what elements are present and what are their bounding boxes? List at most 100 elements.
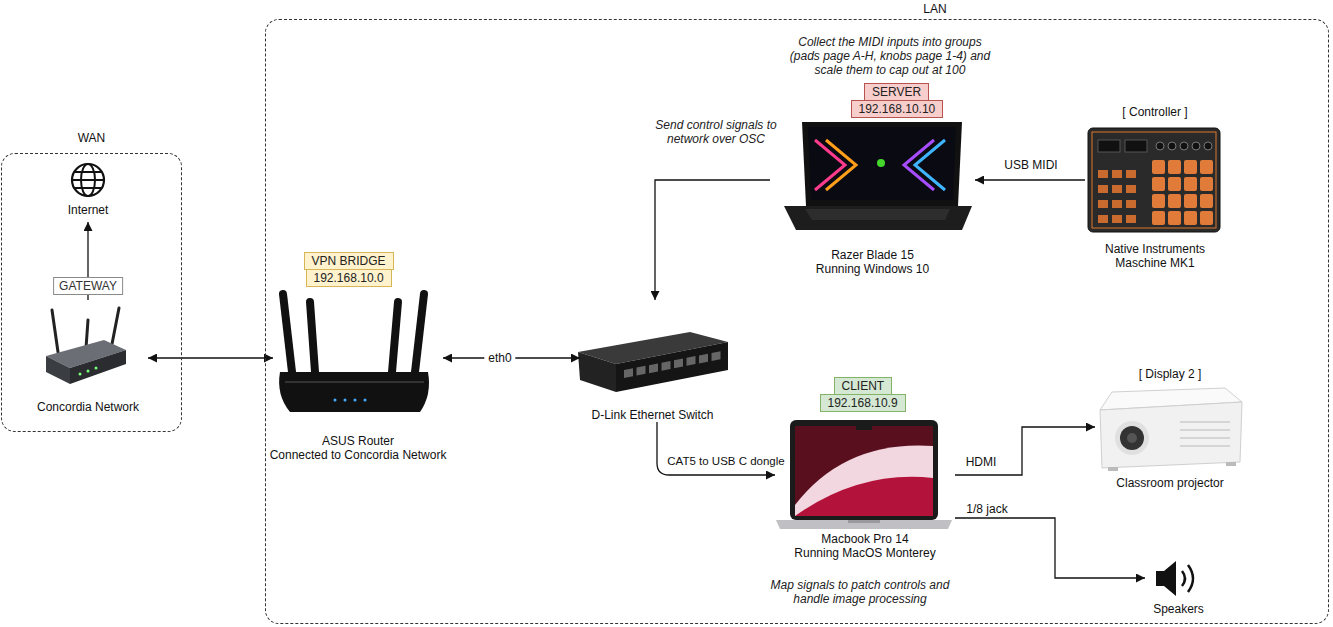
asus-router-icon xyxy=(415,294,424,372)
ip-badge: 192.168.10.9 xyxy=(820,394,906,412)
midi-controller-icon xyxy=(1184,177,1197,191)
midi-controller-icon xyxy=(1168,177,1181,191)
connector-arrow xyxy=(975,179,1085,180)
node-caption: Macbook Pro 14 xyxy=(821,532,908,546)
edge-label: GATEWAY xyxy=(53,277,123,295)
node-caption: [ Controller ] xyxy=(1122,105,1187,119)
projector-node: [ Display 2 ]Classroom projector xyxy=(1095,367,1245,490)
midi-controller-icon xyxy=(1156,142,1164,150)
badge-text: 192.168.10.0 xyxy=(314,270,384,286)
node-caption: Concordia Network xyxy=(37,400,139,414)
midi-controller-icon xyxy=(1092,132,1216,228)
server-laptop-icon xyxy=(805,209,950,220)
asus-router-icon xyxy=(354,399,357,402)
switch-icon xyxy=(578,332,728,392)
node-caption: D-Link Ethernet Switch xyxy=(591,408,713,422)
gateway-router-node: Concordia Network xyxy=(28,300,148,414)
region-heading: LAN xyxy=(404,2,1333,16)
midi-controller-icon xyxy=(1168,211,1181,225)
midi-controller-icon xyxy=(1200,194,1213,208)
router-node: ASUS RouterConnected to Concordia Networ… xyxy=(273,288,443,462)
server-laptop-icon xyxy=(915,140,945,190)
midi-controller-icon xyxy=(1204,142,1212,150)
client-laptop-icon xyxy=(776,420,952,529)
midi-controller-icon xyxy=(1200,160,1213,174)
globe-icon xyxy=(75,172,101,188)
badge-text: VPN BRIDGE xyxy=(312,253,386,269)
gateway-router-icon xyxy=(52,310,58,352)
switch-icon xyxy=(624,368,633,378)
midi-controller-icon xyxy=(1112,170,1122,178)
role-badge: CLIENT xyxy=(834,377,893,395)
speaker-icon xyxy=(1188,565,1193,592)
client-laptop-icon xyxy=(776,520,952,529)
controller-node: [ Controller ] Native Instruments Maschin… xyxy=(1085,105,1225,270)
switch-icon xyxy=(616,342,728,392)
projector-icon xyxy=(1108,467,1118,471)
midi-controller-icon xyxy=(1168,160,1181,174)
node-caption: Connected to Concordia Network xyxy=(270,448,447,462)
gateway-router-icon xyxy=(79,373,82,376)
edge-label: HDMI xyxy=(966,455,997,469)
gateway-router-icon xyxy=(46,356,70,384)
connector-arrow xyxy=(655,180,770,300)
switch-icon xyxy=(712,351,721,361)
node-caption: Classroom projector xyxy=(1116,476,1223,490)
midi-controller-icon xyxy=(1180,142,1188,150)
midi-controller-icon xyxy=(1098,200,1108,208)
annotation-note: Collect the MIDI inputs into groups (pad… xyxy=(783,35,998,77)
gateway-router-icon xyxy=(86,320,88,348)
asus-router-icon xyxy=(334,399,337,402)
connector-arrow xyxy=(657,422,775,475)
client-laptop-icon xyxy=(795,426,933,516)
node-caption: Speakers xyxy=(1153,602,1204,616)
node-caption: Native Instruments Maschine MK1 xyxy=(1085,242,1225,270)
ip-badge: 192.168.10.10 xyxy=(851,100,944,118)
switch-icon xyxy=(687,356,696,366)
midi-controller-icon xyxy=(1126,200,1136,208)
server-laptop-icon xyxy=(802,122,962,206)
badge-text: SERVER xyxy=(872,84,921,100)
midi-controller-icon xyxy=(1168,194,1181,208)
midi-controller-icon xyxy=(1112,215,1122,223)
midi-controller-icon xyxy=(1088,128,1220,232)
midi-controller-icon xyxy=(1126,185,1136,193)
speaker-icon xyxy=(1182,571,1185,586)
projector-icon xyxy=(1127,433,1137,443)
badge-text: 192.168.10.9 xyxy=(828,395,898,411)
switch-icon xyxy=(699,354,708,364)
projector-icon xyxy=(1226,462,1236,466)
edge-label: eth0 xyxy=(484,351,515,365)
midi-controller-icon xyxy=(1152,177,1165,191)
midi-controller-icon xyxy=(1200,177,1213,191)
midi-controller-icon xyxy=(1098,185,1108,193)
node-caption: ASUS Router xyxy=(322,434,394,448)
midi-controller-icon xyxy=(1152,194,1165,208)
client-laptop-icon xyxy=(795,445,933,516)
midi-controller-icon xyxy=(1192,142,1200,150)
switch-node: D-Link Ethernet Switch xyxy=(580,300,725,422)
globe-icon xyxy=(72,164,104,196)
asus-router-icon xyxy=(279,294,429,412)
gateway-router-icon xyxy=(87,370,90,373)
speaker-icon xyxy=(1156,561,1193,596)
connector-arrow xyxy=(148,357,273,358)
server-laptop-node: Razer Blade 15Running Windows 10 xyxy=(770,120,975,276)
client-laptop-icon xyxy=(790,420,938,520)
client-laptop-icon xyxy=(856,426,872,430)
asus-router-icon xyxy=(364,399,367,402)
midi-controller-icon xyxy=(1098,215,1108,223)
midi-controller-icon xyxy=(1098,170,1108,178)
switch-icon xyxy=(624,351,721,378)
gateway-router-icon xyxy=(95,367,98,370)
annotation-note: Map signals to patch controls and handle… xyxy=(770,578,950,606)
edge-label: USB MIDI xyxy=(1004,158,1057,172)
edge-label: 1/8 jack xyxy=(966,502,1007,516)
midi-controller-icon xyxy=(1098,170,1136,223)
asus-router-icon xyxy=(344,399,347,402)
projector-icon xyxy=(1120,426,1144,450)
